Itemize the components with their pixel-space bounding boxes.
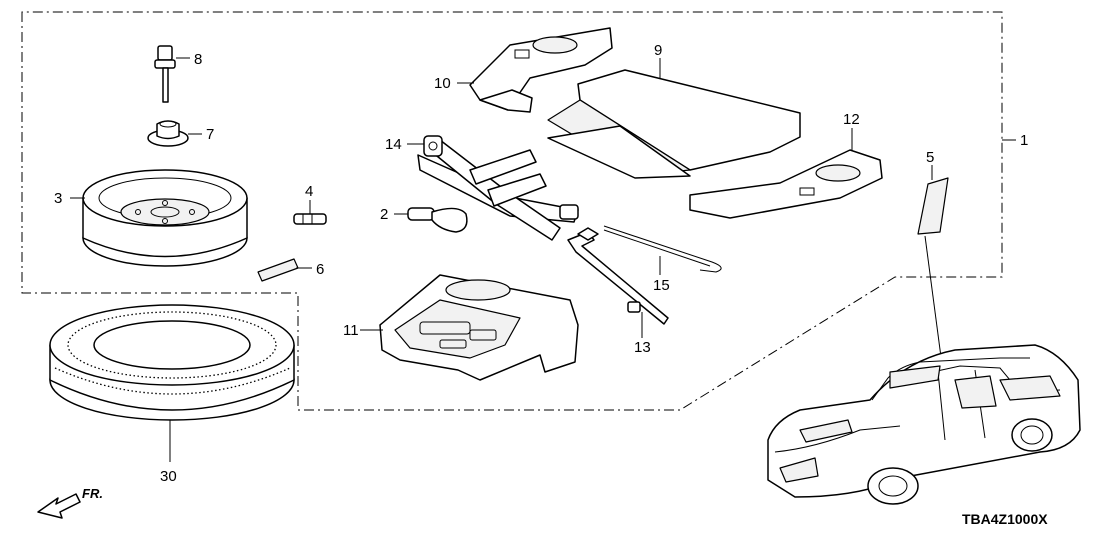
callout-8: 8 (194, 51, 202, 68)
part-9-floor-mat (547, 58, 801, 179)
callout-2: 2 (380, 206, 388, 223)
part-7-grommet (147, 120, 202, 147)
callout-3: 3 (54, 190, 62, 207)
part-30-spare-tire (49, 304, 295, 462)
callout-1: 1 (1020, 132, 1028, 149)
part-8-valve (154, 45, 190, 103)
vehicle-illustration (767, 344, 1081, 505)
callout-12: 12 (843, 111, 860, 128)
part-6-label (257, 258, 312, 282)
callout-10: 10 (434, 75, 451, 92)
callout-6: 6 (316, 261, 324, 278)
callout-14: 14 (385, 136, 402, 153)
diagram-code: TBA4Z1000X (962, 511, 1048, 527)
part-10-side-tray (457, 27, 613, 113)
front-direction-arrow: FR. (37, 486, 103, 519)
callout-30: 30 (160, 468, 177, 485)
callout-5: 5 (926, 149, 934, 166)
part-12-side-tray (689, 128, 883, 219)
callout-9: 9 (654, 42, 662, 59)
part-3-spare-wheel (70, 169, 248, 267)
part-13-wrench (567, 227, 669, 338)
part-4-valve-stem (293, 200, 327, 225)
callout-15: 15 (653, 277, 670, 294)
callout-4: 4 (305, 183, 313, 200)
callout-7: 7 (206, 126, 214, 143)
callout-labels: 1 2 3 4 5 6 7 8 9 10 11 12 13 14 15 30 (54, 42, 1028, 485)
assembly-boundary (21, 11, 1003, 411)
part-11-tool-tray (360, 274, 579, 381)
direction-label: FR. (82, 486, 103, 501)
part-14-scissor-jack (407, 135, 579, 241)
part-2-knob (394, 207, 468, 233)
callout-13: 13 (634, 339, 651, 356)
part-15-rod (603, 225, 722, 275)
callout-11: 11 (343, 322, 359, 339)
